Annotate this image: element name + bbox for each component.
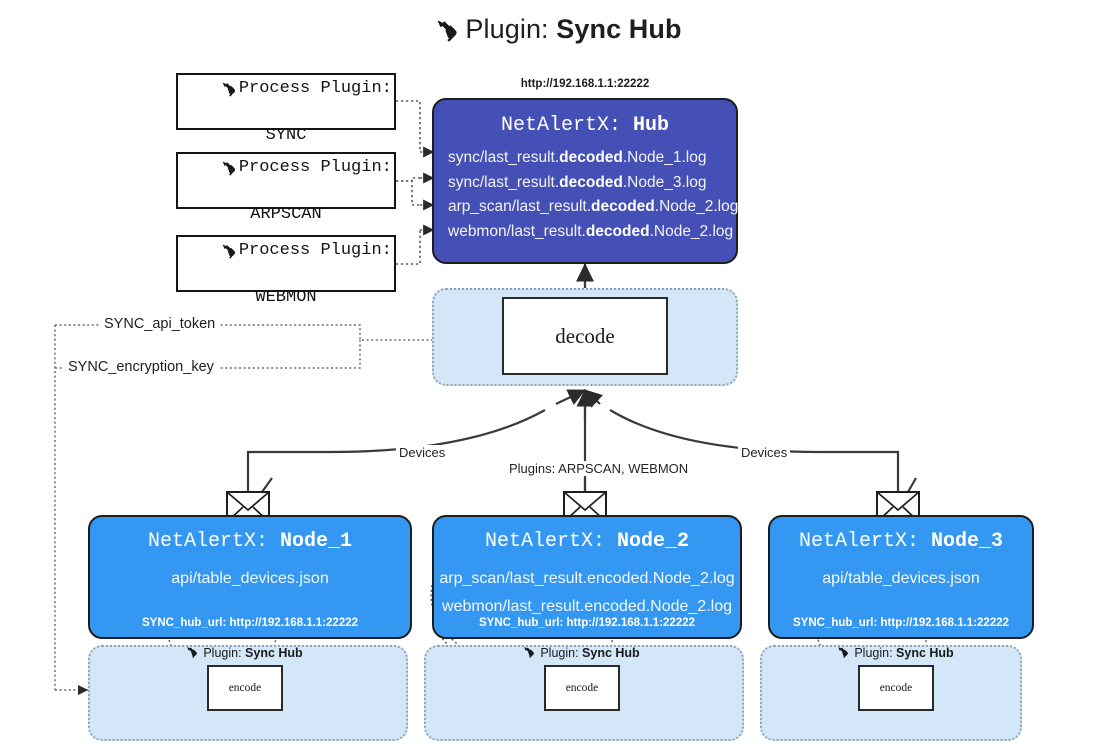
node-box-node-1[interactable]: NetAlertX: Node_1 api/table_devices.json… bbox=[88, 515, 412, 639]
encode-plugin-name: Sync Hub bbox=[245, 646, 303, 660]
plug-icon bbox=[523, 646, 539, 660]
plug-icon bbox=[180, 54, 238, 124]
hub-log-line: arp_scan/last_result.decoded.Node_2.log bbox=[448, 198, 739, 215]
hub-box[interactable]: NetAlertX: Hub sync/last_result.decoded.… bbox=[432, 98, 738, 264]
node-title-name: Node_1 bbox=[280, 530, 353, 553]
node-line: api/table_devices.json bbox=[171, 570, 329, 587]
edge-label-plugins-center: Plugins: ARPSCAN, WEBMON bbox=[506, 461, 692, 476]
hub-url-label: http://192.168.1.1:22222 bbox=[520, 78, 650, 90]
plug-icon bbox=[180, 133, 238, 203]
hub-log-line: sync/last_result.decoded.Node_3.log bbox=[448, 173, 707, 191]
process-plugin-line1: Process Plugin: bbox=[180, 133, 392, 203]
node-title-prefix: NetAlertX: bbox=[484, 530, 617, 553]
encode-label: encode bbox=[565, 682, 599, 694]
process-plugin-box-arpscan[interactable]: Process Plugin: ARPSCAN bbox=[176, 152, 396, 224]
decode-box[interactable]: decode bbox=[502, 297, 668, 375]
encode-plugin-name: Sync Hub bbox=[582, 646, 640, 660]
process-plugin-label: Process Plugin: bbox=[238, 157, 392, 177]
encode-box-node-3[interactable]: encode bbox=[858, 665, 934, 711]
decode-label: decode bbox=[555, 323, 615, 348]
hub-log-list: sync/last_result.decoded.Node_1.log sync… bbox=[434, 146, 739, 244]
node-title-name: Node_3 bbox=[931, 530, 1004, 553]
process-plugin-line1: Process Plugin: bbox=[180, 54, 392, 124]
process-plugin-name: SYNC bbox=[265, 125, 307, 145]
edge-label-devices-right: Devices bbox=[738, 445, 791, 460]
plug-icon bbox=[180, 216, 238, 286]
page-title-prefix: Plugin: bbox=[465, 14, 557, 44]
node-title-prefix: NetAlertX: bbox=[147, 530, 280, 553]
plug-icon bbox=[837, 646, 853, 660]
node-title-prefix: NetAlertX: bbox=[798, 530, 931, 553]
node-title: NetAlertX: Node_1 bbox=[90, 530, 410, 553]
encode-box-node-2[interactable]: encode bbox=[544, 665, 620, 711]
plug-icon bbox=[435, 18, 461, 47]
process-plugin-label: Process Plugin: bbox=[238, 240, 392, 260]
page-title: Plugin: Sync Hub bbox=[0, 14, 1117, 45]
process-plugin-box-sync[interactable]: Process Plugin: SYNC bbox=[176, 73, 396, 145]
edge-label-devices-left: Devices bbox=[396, 445, 449, 460]
node-url-label: SYNC_hub_url: http://192.168.1.1:22222 bbox=[792, 617, 1010, 629]
setting-label-api-token: SYNC_api_token bbox=[100, 316, 220, 332]
encode-label: encode bbox=[879, 682, 913, 694]
process-plugin-label: Process Plugin: bbox=[238, 78, 392, 98]
hub-log-line: sync/last_result.decoded.Node_1.log bbox=[448, 149, 707, 166]
encode-plugin-prefix: Plugin: bbox=[203, 646, 246, 660]
process-plugin-name: ARPSCAN bbox=[250, 204, 322, 224]
encode-box-node-1[interactable]: encode bbox=[207, 665, 283, 711]
node-line: arp_scan/last_result.encoded.Node_2.log bbox=[439, 570, 735, 587]
node-title-name: Node_2 bbox=[617, 530, 690, 553]
hub-title: NetAlertX: Hub bbox=[434, 114, 736, 137]
process-plugin-box-webmon[interactable]: Process Plugin: WEBMON bbox=[176, 235, 396, 307]
node-title: NetAlertX: Node_3 bbox=[770, 530, 1032, 553]
node-url-label: SYNC_hub_url: http://192.168.1.1:22222 bbox=[141, 617, 359, 629]
node-line: api/table_devices.json bbox=[822, 570, 980, 587]
node-line: webmon/last_result.encoded.Node_2.log bbox=[442, 598, 732, 615]
hub-title-prefix: NetAlertX: bbox=[500, 114, 633, 137]
encode-plugin-prefix: Plugin: bbox=[540, 646, 583, 660]
process-plugin-line1: Process Plugin: bbox=[180, 216, 392, 286]
node-box-node-3[interactable]: NetAlertX: Node_3 api/table_devices.json… bbox=[768, 515, 1034, 639]
encode-plugin-label-node-3: Plugin: Sync Hub bbox=[837, 646, 954, 660]
node-box-node-2[interactable]: NetAlertX: Node_2 arp_scan/last_result.e… bbox=[432, 515, 742, 639]
page-title-name: Sync Hub bbox=[556, 14, 682, 44]
encode-plugin-label-node-2: Plugin: Sync Hub bbox=[523, 646, 640, 660]
encode-label: encode bbox=[228, 682, 262, 694]
plug-icon bbox=[186, 646, 202, 660]
process-plugin-name: WEBMON bbox=[255, 287, 317, 307]
hub-title-name: Hub bbox=[633, 114, 670, 137]
encode-plugin-label-node-1: Plugin: Sync Hub bbox=[186, 646, 303, 660]
node-url-label: SYNC_hub_url: http://192.168.1.1:22222 bbox=[478, 617, 696, 629]
encode-plugin-name: Sync Hub bbox=[896, 646, 954, 660]
node-title: NetAlertX: Node_2 bbox=[434, 530, 740, 553]
encode-plugin-prefix: Plugin: bbox=[854, 646, 897, 660]
setting-label-encryption-key: SYNC_encryption_key bbox=[64, 359, 218, 375]
hub-log-line: webmon/last_result.decoded.Node_2.log bbox=[448, 222, 734, 240]
